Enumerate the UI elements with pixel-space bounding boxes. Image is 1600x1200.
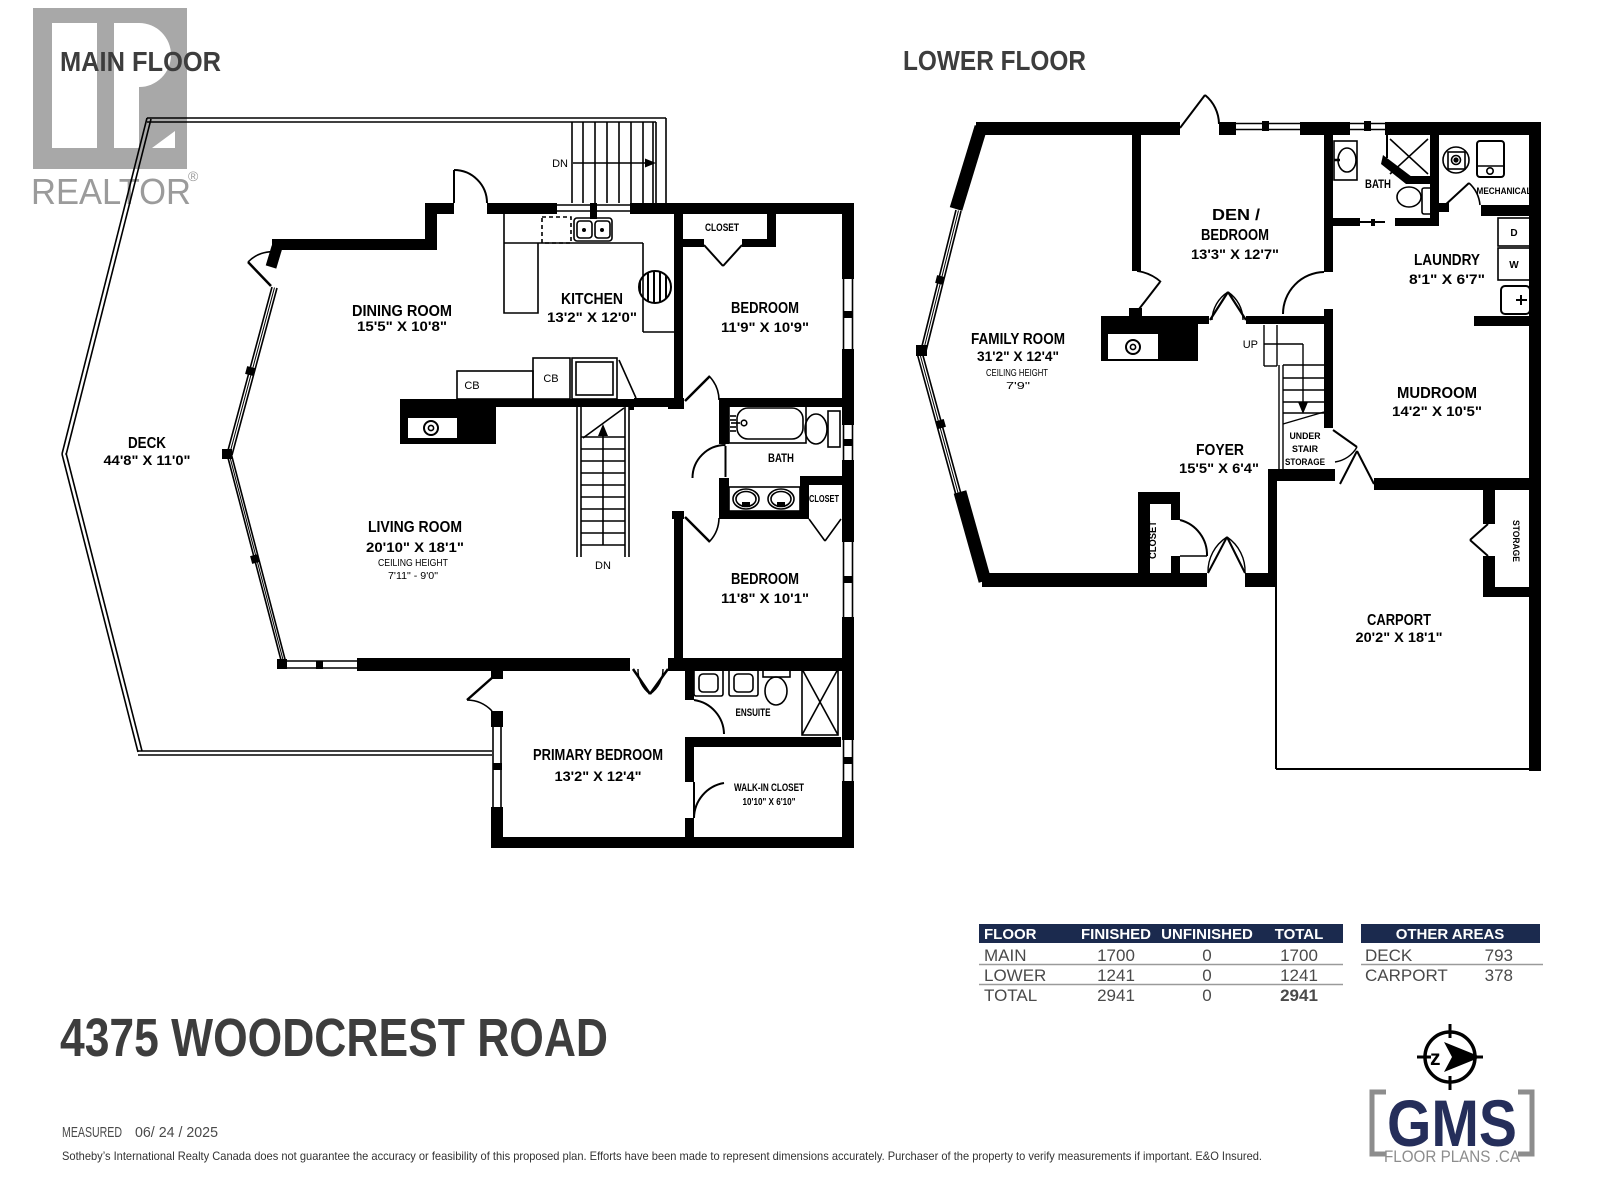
svg-text:CARPORT: CARPORT	[1365, 966, 1448, 985]
svg-text:31'2" X 12'4": 31'2" X 12'4"	[977, 348, 1059, 364]
svg-text:0: 0	[1202, 986, 1211, 1005]
svg-text:13'3" X 12'7": 13'3" X 12'7"	[1191, 246, 1279, 262]
svg-text:DECK: DECK	[128, 435, 166, 452]
svg-text:0: 0	[1202, 966, 1211, 985]
svg-text:CLOSET: CLOSET	[1148, 521, 1159, 559]
svg-text:GMS: GMS	[1387, 1086, 1517, 1160]
svg-text:1241: 1241	[1097, 966, 1135, 985]
svg-text:DEN /: DEN /	[1212, 207, 1261, 224]
svg-text:BATH: BATH	[1365, 179, 1391, 191]
svg-text:44'8" X 11'0": 44'8" X 11'0"	[104, 452, 191, 468]
svg-text:BEDROOM: BEDROOM	[731, 300, 799, 317]
svg-text:STORAGE: STORAGE	[1510, 520, 1521, 562]
svg-text:ENSUITE: ENSUITE	[736, 707, 771, 719]
svg-text:BEDROOM: BEDROOM	[1201, 227, 1269, 244]
svg-text:LOWER: LOWER	[984, 966, 1046, 985]
svg-text:10'10" X 6'10": 10'10" X 6'10"	[743, 797, 796, 808]
svg-text:DINING ROOM: DINING ROOM	[352, 303, 452, 320]
svg-text:REALTOR: REALTOR	[31, 171, 191, 212]
svg-text:TOTAL: TOTAL	[1275, 926, 1324, 943]
svg-text:UNFINISHED: UNFINISHED	[1161, 926, 1253, 943]
svg-text:FLOOR: FLOOR	[984, 926, 1037, 943]
svg-text:14'2" X 10'5": 14'2" X 10'5"	[1392, 403, 1482, 419]
svg-text:20'10" X 18'1": 20'10" X 18'1"	[366, 539, 464, 555]
svg-text:CB: CB	[543, 373, 558, 385]
svg-text:MUDROOM: MUDROOM	[1397, 385, 1477, 402]
svg-text:378: 378	[1485, 966, 1513, 985]
svg-text:CEILING HEIGHT: CEILING HEIGHT	[986, 367, 1048, 379]
svg-text:FLOOR PLANS .CA: FLOOR PLANS .CA	[1384, 1147, 1521, 1166]
svg-text:CB: CB	[464, 380, 479, 392]
svg-text:CLOSET: CLOSET	[705, 222, 739, 234]
svg-text:STORAGE: STORAGE	[1285, 457, 1325, 468]
svg-text:KITCHEN: KITCHEN	[561, 291, 623, 308]
svg-text:1700: 1700	[1097, 946, 1135, 965]
svg-text:PRIMARY BEDROOM: PRIMARY BEDROOM	[533, 747, 663, 764]
svg-text:20'2" X 18'1": 20'2" X 18'1"	[1356, 629, 1443, 645]
svg-text:Sotheby’s International Realty: Sotheby’s International Realty Canada do…	[62, 1149, 1262, 1163]
svg-text:DN: DN	[595, 560, 611, 572]
svg-text:WALK-IN CLOSET: WALK-IN CLOSET	[734, 782, 804, 794]
svg-text:8'1" X 6'7": 8'1" X 6'7"	[1409, 271, 1485, 287]
svg-text:11'9" X 10'9": 11'9" X 10'9"	[721, 319, 809, 335]
svg-text:LOWER FLOOR: LOWER FLOOR	[903, 45, 1086, 76]
svg-text:MAIN FLOOR: MAIN FLOOR	[60, 46, 221, 77]
svg-text:CLOSET: CLOSET	[809, 494, 839, 505]
svg-text:1241: 1241	[1280, 966, 1318, 985]
svg-text:z: z	[1430, 1047, 1441, 1070]
svg-text:1700: 1700	[1280, 946, 1318, 965]
svg-text:2941: 2941	[1280, 986, 1318, 1005]
svg-text:STAIR: STAIR	[1292, 444, 1318, 455]
svg-text:15'5" X 6'4": 15'5" X 6'4"	[1179, 460, 1259, 476]
svg-text:0: 0	[1202, 946, 1211, 965]
svg-text:DECK: DECK	[1365, 946, 1413, 965]
svg-text:11'8" X 10'1": 11'8" X 10'1"	[721, 590, 809, 606]
svg-text:MEASURED: MEASURED	[62, 1125, 122, 1141]
svg-text:LIVING ROOM: LIVING ROOM	[368, 519, 462, 536]
svg-text:OTHER AREAS: OTHER AREAS	[1396, 926, 1505, 943]
svg-text:TOTAL: TOTAL	[984, 986, 1037, 1005]
svg-text:7'9": 7'9"	[1006, 380, 1030, 392]
svg-text:BEDROOM: BEDROOM	[731, 571, 799, 588]
svg-text:®: ®	[188, 168, 199, 184]
svg-text:2941: 2941	[1097, 986, 1135, 1005]
svg-text:15'5" X 10'8": 15'5" X 10'8"	[357, 318, 447, 334]
svg-text:UP: UP	[1243, 339, 1258, 351]
svg-text:W: W	[1509, 260, 1519, 271]
svg-text:4375 WOODCREST ROAD: 4375 WOODCREST ROAD	[60, 1008, 608, 1068]
svg-text:D: D	[1510, 228, 1517, 239]
svg-text:13'2" X 12'4": 13'2" X 12'4"	[555, 768, 642, 784]
svg-text:CEILING HEIGHT: CEILING HEIGHT	[378, 557, 448, 569]
svg-text:FOYER: FOYER	[1196, 442, 1244, 459]
svg-text:793: 793	[1485, 946, 1513, 965]
svg-text:CARPORT: CARPORT	[1367, 612, 1431, 629]
svg-text:FINISHED: FINISHED	[1081, 926, 1151, 943]
svg-text:MAIN: MAIN	[984, 946, 1027, 965]
svg-text:LAUNDRY: LAUNDRY	[1414, 252, 1480, 269]
svg-text:BATH: BATH	[768, 453, 794, 465]
svg-text:MECHANICAL: MECHANICAL	[1477, 186, 1532, 197]
svg-text:13'2" X 12'0": 13'2" X 12'0"	[547, 309, 637, 325]
svg-text:FAMILY ROOM: FAMILY ROOM	[971, 331, 1065, 348]
svg-text:06/ 24 / 2025: 06/ 24 / 2025	[135, 1125, 218, 1141]
svg-text:UNDER: UNDER	[1290, 431, 1321, 442]
svg-text:7'11" - 9'0": 7'11" - 9'0"	[388, 570, 438, 582]
svg-text:DN: DN	[552, 158, 568, 170]
